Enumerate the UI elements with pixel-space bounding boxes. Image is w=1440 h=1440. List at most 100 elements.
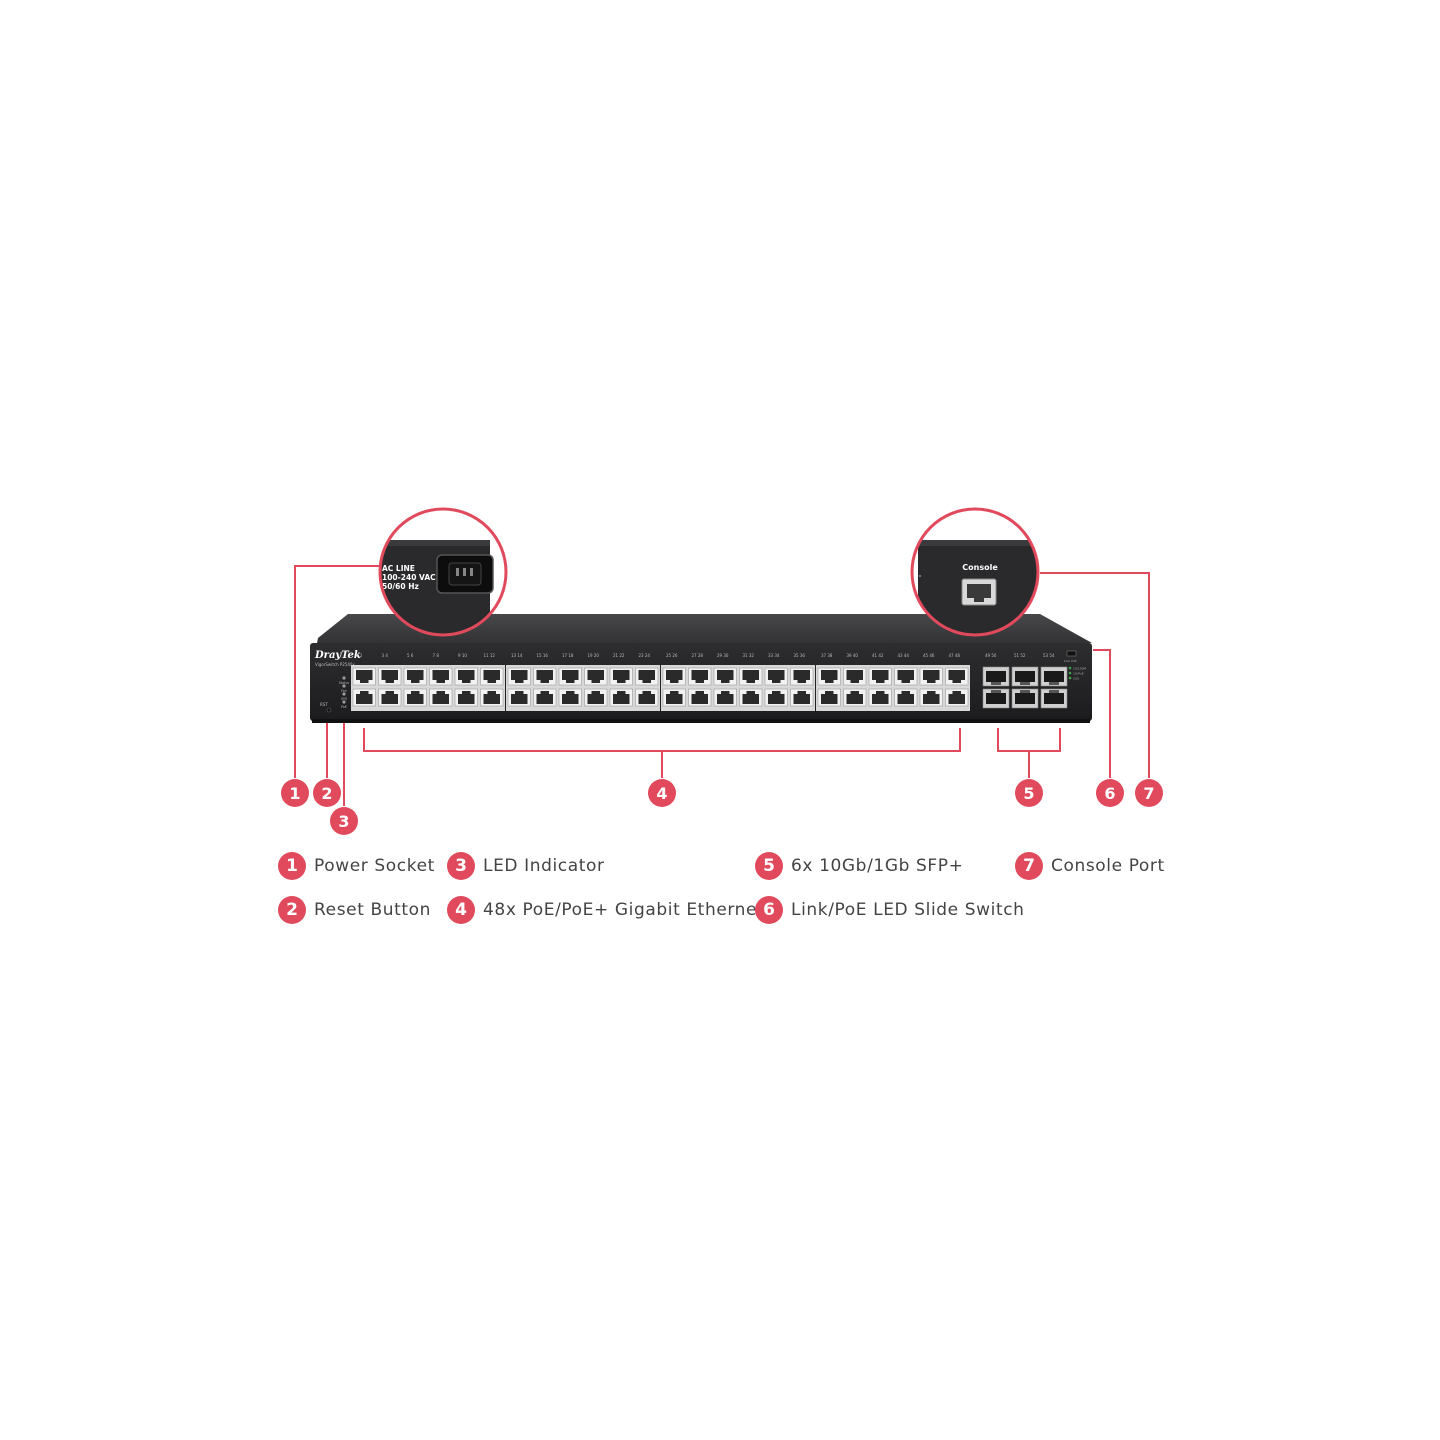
ethernet-port[interactable] (609, 688, 633, 707)
ethernet-port[interactable] (403, 688, 427, 707)
ethernet-port[interactable] (480, 667, 504, 686)
ethernet-port[interactable] (764, 688, 788, 707)
legend-label-led-indicator: LED Indicator (483, 856, 605, 876)
ethernet-port[interactable] (635, 667, 659, 686)
ethernet-port[interactable] (507, 667, 531, 686)
ethernet-port[interactable] (558, 688, 582, 707)
ethernet-port[interactable] (480, 688, 504, 707)
ethernet-port[interactable] (378, 688, 402, 707)
ethernet-port[interactable] (919, 667, 943, 686)
marker-1: 1 (281, 779, 309, 807)
console-label: Console (962, 563, 998, 572)
ethernet-port[interactable] (713, 688, 737, 707)
port-number-label: 9 10 (458, 653, 467, 658)
port-group-frame (816, 665, 970, 711)
port-number-label: 33 34 (768, 653, 780, 658)
ethernet-port[interactable] (764, 667, 788, 686)
ethernet-port[interactable] (843, 688, 867, 707)
ethernet-port[interactable] (817, 667, 841, 686)
ethernet-port[interactable] (429, 667, 453, 686)
ethernet-port[interactable] (790, 688, 814, 707)
port-number-label: 17 18 (562, 653, 574, 658)
console-port-callout: Console (910, 507, 1040, 637)
legend-item-sfp-ports: 5 6x 10Gb/1Gb SFP+ (755, 852, 963, 880)
ethernet-port[interactable] (584, 688, 608, 707)
ethernet-port[interactable] (352, 688, 376, 707)
ethernet-port[interactable] (843, 667, 867, 686)
status-led-label: SYS (341, 697, 347, 701)
ethernet-port[interactable] (868, 688, 892, 707)
connector-slide-switch (1093, 649, 1111, 778)
marker-2-label: 2 (321, 784, 332, 803)
ethernet-port[interactable] (739, 688, 763, 707)
marker-3-label: 3 (338, 812, 349, 831)
ethernet-port[interactable] (533, 667, 557, 686)
marker-6: 6 (1096, 779, 1124, 807)
legend-label-power-socket: Power Socket (314, 856, 435, 876)
ethernet-port[interactable] (507, 688, 531, 707)
port-number-label: 25 26 (666, 653, 678, 658)
ethernet-port[interactable] (533, 688, 557, 707)
ethernet-port[interactable] (739, 667, 763, 686)
port-number-label: 3 4 (382, 653, 389, 658)
ethernet-port[interactable] (713, 667, 737, 686)
slide-switch[interactable] (1066, 650, 1077, 657)
sfp-port[interactable] (1011, 688, 1039, 709)
connector-sfp (997, 728, 1061, 752)
ethernet-port[interactable] (558, 667, 582, 686)
ethernet-port[interactable] (919, 688, 943, 707)
ethernet-port[interactable] (609, 667, 633, 686)
legend-label-reset-button: Reset Button (314, 900, 432, 920)
marker-6-label: 6 (1104, 784, 1115, 803)
ethernet-port[interactable] (454, 688, 478, 707)
ethernet-port[interactable] (454, 667, 478, 686)
ethernet-port[interactable] (688, 688, 712, 707)
status-led-label: Status (339, 681, 349, 685)
sfp-port[interactable] (1040, 688, 1068, 709)
port-group-frame (661, 665, 815, 711)
port-number-label: 13 14 (511, 653, 523, 658)
connector-ethernet (363, 728, 961, 752)
legend-item-power-socket: 1 Power Socket (278, 852, 435, 880)
ethernet-port[interactable] (868, 667, 892, 686)
port-number-label: 37 38 (821, 653, 833, 658)
ethernet-port[interactable] (352, 667, 376, 686)
mode-label-3: 10G (1073, 677, 1080, 681)
reset-button[interactable] (326, 707, 332, 713)
power-spec-line-1: AC LINE (382, 564, 415, 573)
ethernet-port[interactable] (403, 667, 427, 686)
sfp-port[interactable] (1040, 666, 1068, 687)
ethernet-port[interactable] (945, 667, 969, 686)
ethernet-port[interactable] (584, 667, 608, 686)
port-number-label: 41 42 (872, 653, 884, 658)
legend-item-slide-switch: 6 Link/PoE LED Slide Switch (755, 896, 1025, 924)
ethernet-port[interactable] (662, 667, 686, 686)
slide-switch-poe-label: PoE (1071, 659, 1077, 663)
sfp-port[interactable] (982, 688, 1010, 709)
legend-badge-3: 3 (447, 852, 475, 880)
mode-label-1: 10/100M (1073, 667, 1087, 671)
ethernet-port[interactable] (894, 667, 918, 686)
port-number-label: 11 12 (484, 653, 496, 658)
port-number-label: 21 22 (613, 653, 625, 658)
ethernet-port[interactable] (790, 667, 814, 686)
status-led (342, 684, 346, 688)
legend-badge-6: 6 (755, 896, 783, 924)
ethernet-port[interactable] (378, 667, 402, 686)
marker-2: 2 (313, 779, 341, 807)
sfp-port[interactable] (982, 666, 1010, 687)
ethernet-port[interactable] (635, 688, 659, 707)
legend-badge-7: 7 (1015, 852, 1043, 880)
ethernet-port[interactable] (945, 688, 969, 707)
ethernet-port[interactable] (817, 688, 841, 707)
model-name: VigorSwitch P2540x (315, 662, 355, 667)
ethernet-port[interactable] (688, 667, 712, 686)
sfp-port[interactable] (1011, 666, 1039, 687)
ethernet-port[interactable] (894, 688, 918, 707)
port-number-label: 31 32 (743, 653, 755, 658)
ethernet-port[interactable] (662, 688, 686, 707)
ethernet-port[interactable] (429, 688, 453, 707)
marker-3: 3 (330, 807, 358, 835)
legend-item-reset-button: 2 Reset Button (278, 896, 431, 924)
